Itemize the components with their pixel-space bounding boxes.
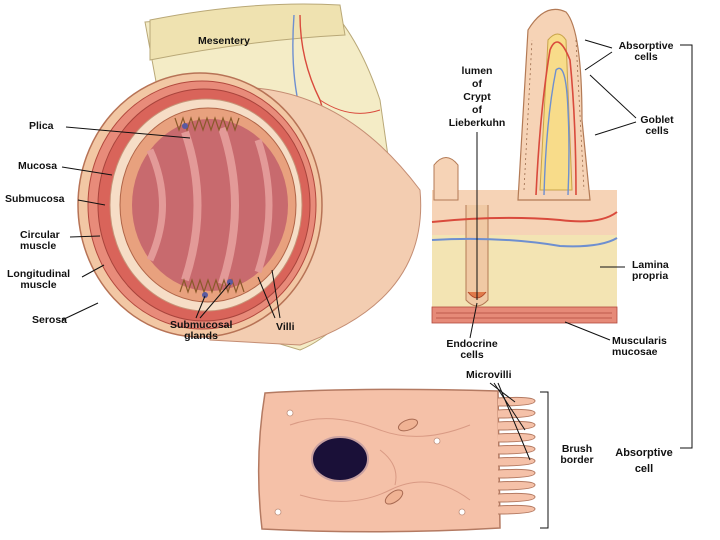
label-lamina-propria: Lamina propria bbox=[632, 259, 669, 282]
leader-goblet-1 bbox=[589, 74, 637, 119]
plica-fold-3 bbox=[218, 126, 239, 286]
label-endocrine-cells: Endocrine cells bbox=[446, 338, 498, 361]
label-longitudinal-muscle-text: Longitudinal muscle bbox=[7, 268, 70, 291]
endoplasmic-reticulum bbox=[289, 418, 471, 437]
submucosal-gland bbox=[227, 279, 233, 285]
label-serosa: Serosa bbox=[32, 314, 68, 326]
villus-capillary-red bbox=[535, 41, 577, 196]
label-mucosa: Mucosa bbox=[18, 160, 58, 172]
brush-border-bracket bbox=[540, 391, 549, 529]
endoplasmic-reticulum bbox=[379, 449, 397, 486]
label-brush-border: Brush border bbox=[560, 443, 594, 466]
label-muscularis-mucosae: Muscularis mucosae bbox=[612, 335, 667, 358]
leader-endocrine bbox=[469, 302, 478, 339]
leader-villi-1 bbox=[257, 276, 276, 319]
label-goblet-cells: Goblet cells bbox=[640, 114, 674, 137]
leader-longitudinal-muscle bbox=[81, 264, 105, 278]
leader-muscularis-mucosae bbox=[564, 321, 611, 341]
short-villus bbox=[433, 157, 459, 201]
leader-goblet-2 bbox=[594, 121, 637, 136]
microvilli-fringe bbox=[497, 396, 536, 515]
left-leader-lines bbox=[61, 126, 281, 321]
label-circular-muscle-text: Circular muscle bbox=[20, 229, 60, 252]
leader-submucosa bbox=[77, 199, 106, 206]
label-submucosal-glands: Submucosal glands bbox=[170, 319, 233, 342]
label-circular-muscle: Circular muscle bbox=[20, 230, 60, 252]
vesicle bbox=[433, 437, 441, 445]
vesicle bbox=[286, 409, 294, 417]
submucosal-gland bbox=[182, 123, 188, 129]
intestinal-lumen bbox=[132, 119, 288, 291]
leader-mucosa bbox=[61, 166, 113, 176]
label-absorptive-cell: Absorptive cell bbox=[615, 447, 673, 475]
muscularis-mucosae-layer bbox=[431, 306, 618, 324]
leader-microvilli-3 bbox=[497, 382, 531, 461]
leader-glands-2 bbox=[199, 282, 231, 319]
absorptive-cell-illustration bbox=[257, 382, 692, 533]
leader-plica bbox=[65, 126, 191, 139]
label-villi: Villi bbox=[276, 321, 295, 333]
leader-absorptive-cells-2 bbox=[584, 51, 613, 71]
label-microvilli: Microvilli bbox=[466, 369, 512, 381]
label-mesentery: Mesentery bbox=[198, 35, 250, 47]
base-artery bbox=[431, 211, 618, 223]
plica-fold-1 bbox=[146, 148, 166, 262]
base-vein bbox=[431, 237, 618, 248]
leader-microvilli-1 bbox=[489, 382, 516, 403]
cell-body bbox=[257, 388, 501, 533]
mitochondrion bbox=[384, 489, 404, 505]
villus-leader-lines bbox=[469, 39, 693, 449]
nucleus bbox=[311, 436, 369, 482]
lamina-propria-block bbox=[432, 235, 617, 320]
leader-serosa bbox=[61, 302, 99, 321]
leader-circular-muscle bbox=[69, 235, 101, 238]
plica-fold-2 bbox=[181, 130, 202, 282]
leader-glands-1 bbox=[195, 295, 206, 319]
villus-cell-outline bbox=[523, 39, 585, 191]
villi-fringe-bottom bbox=[179, 278, 245, 294]
label-plica: Plica bbox=[29, 120, 54, 132]
label-absorptive-cells: Absorptive cells bbox=[618, 40, 674, 63]
endoplasmic-reticulum bbox=[299, 481, 471, 502]
label-submucosa: Submucosa bbox=[5, 193, 65, 205]
leader-microvilli-2 bbox=[493, 382, 526, 431]
cell-leader-lines bbox=[489, 382, 692, 529]
vesicle bbox=[274, 508, 282, 516]
villus-illustration bbox=[431, 8, 693, 449]
vesicle bbox=[458, 508, 466, 516]
label-longitudinal-muscle: Longitudinal muscle bbox=[7, 269, 70, 291]
mesentery-fold bbox=[149, 3, 346, 61]
mitochondrion bbox=[397, 418, 419, 432]
intestine-illustration bbox=[61, 3, 422, 351]
muscularis-fibers bbox=[436, 312, 612, 319]
plica-fold-4 bbox=[254, 138, 273, 274]
leader-villi-2 bbox=[271, 269, 281, 319]
villus-capillary-blue bbox=[543, 67, 570, 196]
submucosal-gland bbox=[202, 292, 208, 298]
label-lumen-crypt: lumen of Crypt of Lieberkuhn bbox=[448, 65, 506, 129]
leader-absorptive-cells-1 bbox=[584, 39, 613, 49]
absorptive-bracket bbox=[680, 44, 693, 449]
